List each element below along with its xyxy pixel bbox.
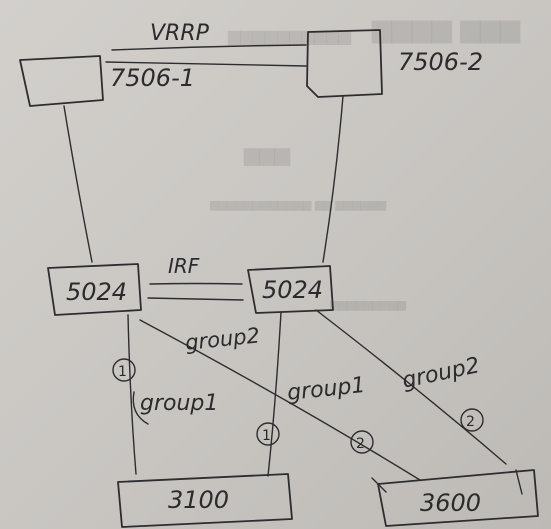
link-agg2-access2 xyxy=(315,309,507,465)
marker-circle xyxy=(256,422,280,446)
link-agg1-access1 xyxy=(127,314,137,475)
group2-label-right: group2 xyxy=(400,353,482,394)
show-through-writing: ▆▆▆ xyxy=(244,142,291,166)
access-switch-1-box xyxy=(117,473,293,528)
marker-label: 2 xyxy=(466,414,475,430)
uplink-core2-agg2 xyxy=(322,95,344,263)
irf-link-lower xyxy=(147,297,244,301)
group1-label-middle: group1 xyxy=(286,373,367,406)
irf-link-upper xyxy=(149,282,243,285)
link-agg2-access1 xyxy=(267,311,282,477)
show-through-writing: ▆▆▆▆▆▆▆▆▆▆▆▆ ▆▆ ▆▆▆▆▆▆ xyxy=(210,198,387,211)
marker-circle xyxy=(460,408,484,432)
marker-label: 1 xyxy=(118,364,127,380)
agg-switch-2-box xyxy=(247,265,334,314)
group1-label-left: group1 xyxy=(140,391,218,416)
vrrp-link-lower xyxy=(105,61,307,67)
marker-circle xyxy=(112,358,136,382)
agg-switch-2-label: 5024 xyxy=(262,276,323,304)
show-through-writing: ▆▆▆▆ ▆▆▆ xyxy=(372,14,521,44)
marker-label: 2 xyxy=(356,436,365,452)
show-through-writing: ▆▆▆▆▆▆▆▆▆ xyxy=(330,298,407,311)
access-switch-2-tick xyxy=(371,477,387,493)
core-switch-2-box xyxy=(306,29,383,98)
show-through-writing: ▆▆▆▆▆▆▆▆▆▆ xyxy=(228,26,352,45)
marker-circle xyxy=(350,430,374,454)
group1-bracket xyxy=(132,391,149,425)
link-agg1-access2 xyxy=(139,319,421,481)
vrrp-label: VRRP xyxy=(150,21,210,46)
access-switch-2-tick xyxy=(515,469,523,495)
group2-label-top: group2 xyxy=(184,323,261,355)
agg-switch-1-label: 5024 xyxy=(66,278,127,306)
agg-switch-1-box xyxy=(47,263,142,316)
access-switch-2-box xyxy=(377,469,539,527)
marker-label: 1 xyxy=(262,428,271,444)
core-switch-2-label: 7506-2 xyxy=(398,48,483,76)
vrrp-link-upper xyxy=(111,44,307,51)
access-switch-2-label: 3600 xyxy=(420,489,481,517)
core-switch-1-label: 7506-1 xyxy=(110,64,195,92)
uplink-core1-agg1 xyxy=(63,105,93,263)
access-switch-1-label: 3100 xyxy=(168,486,229,514)
irf-label: IRF xyxy=(168,254,200,278)
core-switch-1-box xyxy=(19,55,104,107)
